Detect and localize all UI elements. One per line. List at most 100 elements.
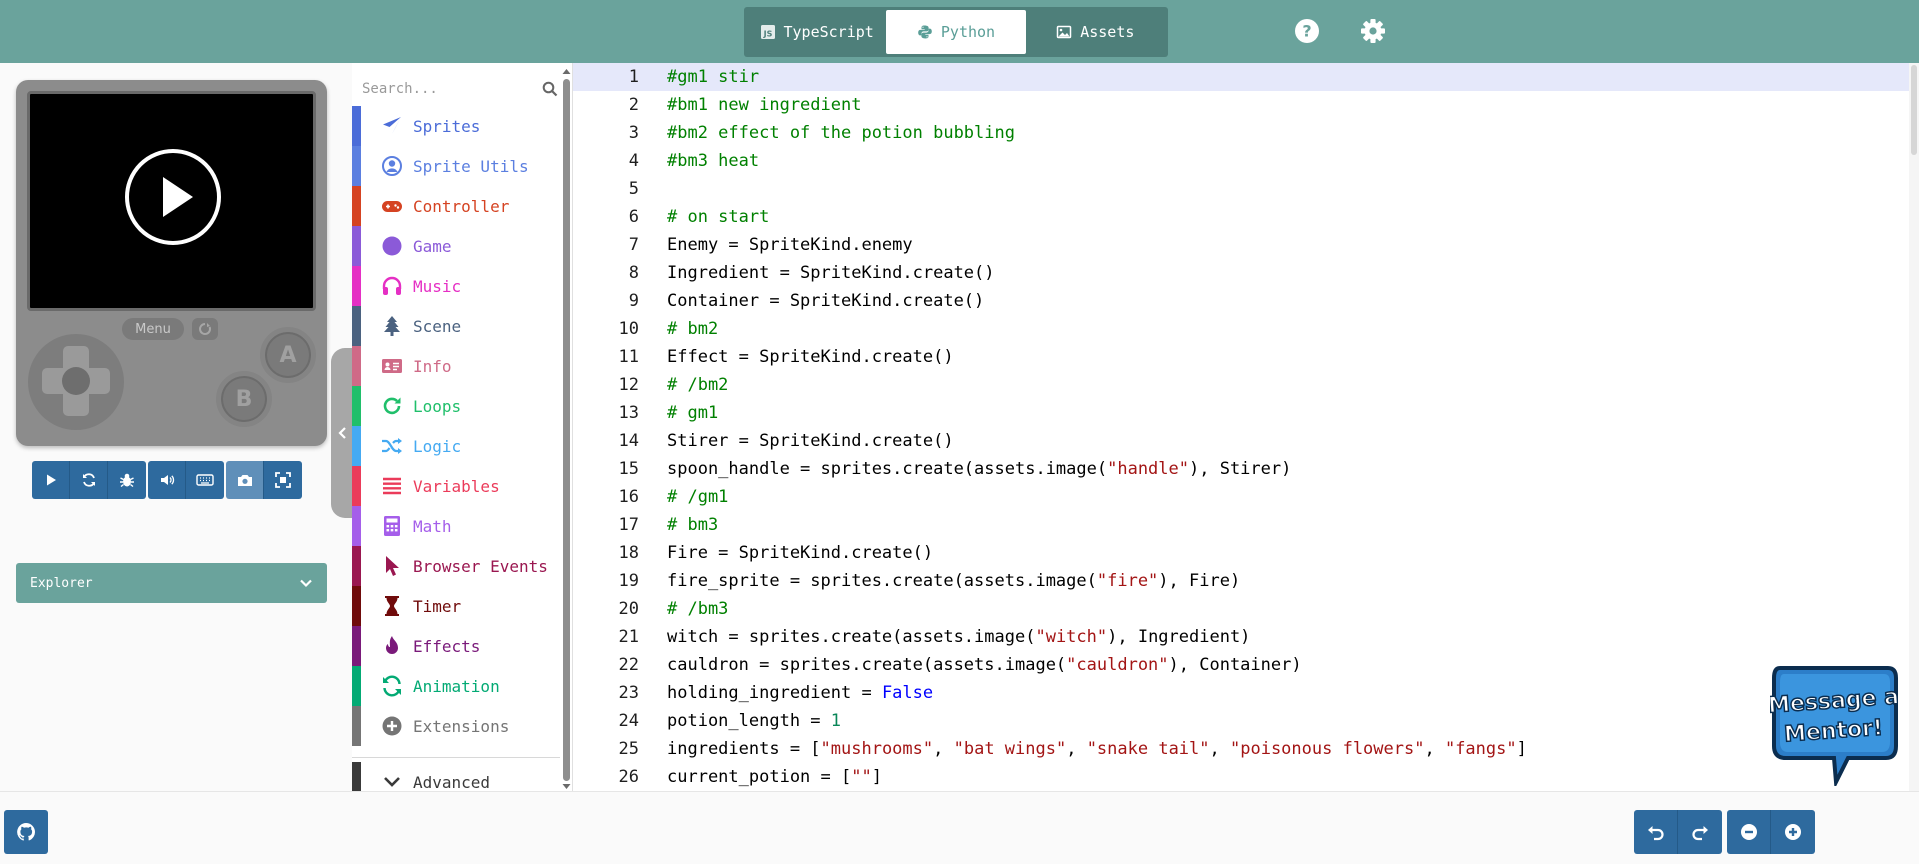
- editor-scrollbar[interactable]: [1909, 63, 1919, 791]
- category-scene[interactable]: Scene: [352, 306, 560, 346]
- code-token: ]: [1516, 739, 1527, 759]
- code-token: # /bm2: [667, 375, 729, 395]
- sim-play-button[interactable]: [32, 461, 70, 499]
- code-line[interactable]: 12# /bm2: [573, 371, 1909, 399]
- b-button[interactable]: B: [216, 371, 272, 427]
- code-token: current_potion = [: [667, 767, 852, 787]
- code-text: Stirer = SpriteKind.create(): [667, 431, 954, 451]
- message-a-mentor-button[interactable]: Message a Mentor!: [1767, 662, 1901, 790]
- undo-button[interactable]: [1634, 810, 1678, 854]
- minus-circle-icon: [1740, 824, 1757, 840]
- tab-typescript[interactable]: JS TypeScript: [747, 10, 886, 54]
- code-text: # bm3: [667, 515, 718, 535]
- category-controller[interactable]: Controller: [352, 186, 560, 226]
- category-extensions[interactable]: Extensions: [352, 706, 560, 746]
- code-line[interactable]: 10# bm2: [573, 315, 1909, 343]
- code-token: ), Container): [1168, 655, 1302, 675]
- category-logic[interactable]: Logic: [352, 426, 560, 466]
- toolbox-scrollbar[interactable]: [561, 67, 572, 791]
- code-line[interactable]: 3#bm2 effect of the potion bubbling: [573, 119, 1909, 147]
- code-line[interactable]: 20# /bm3: [573, 595, 1909, 623]
- code-token: False: [881, 683, 934, 703]
- code-text: #bm3 heat: [667, 151, 759, 171]
- code-line[interactable]: 6# on start: [573, 203, 1909, 231]
- reset-small-button[interactable]: [192, 318, 218, 340]
- zoom-out-button[interactable]: [1727, 810, 1771, 854]
- category-animation[interactable]: Animation: [352, 666, 560, 706]
- code-token: ,: [1424, 739, 1445, 759]
- category-sprites[interactable]: Sprites: [352, 106, 560, 146]
- code-line[interactable]: 13# gm1: [573, 399, 1909, 427]
- simulator-panel: Menu A B: [0, 63, 352, 791]
- sim-screenshot-button[interactable]: [226, 461, 264, 499]
- toolbox-search-input[interactable]: [362, 81, 522, 97]
- category-game[interactable]: Game: [352, 226, 560, 266]
- code-line[interactable]: 17# bm3: [573, 511, 1909, 539]
- category-sprite-utils[interactable]: Sprite Utils: [352, 146, 560, 186]
- gear-icon: [1361, 19, 1385, 43]
- fullscreen-icon: [275, 472, 291, 488]
- redo-button[interactable]: [1678, 810, 1722, 854]
- fire-icon: [386, 636, 398, 654]
- sim-debug-button[interactable]: [108, 461, 146, 499]
- sim-keyboard-button[interactable]: [186, 461, 224, 499]
- category-advanced[interactable]: Advanced: [352, 762, 560, 802]
- code-token: ,: [933, 739, 954, 759]
- category-info[interactable]: Info: [352, 346, 560, 386]
- code-line[interactable]: 16# /gm1: [573, 483, 1909, 511]
- sim-fullscreen-button[interactable]: [264, 461, 302, 499]
- tab-assets[interactable]: Assets: [1026, 10, 1165, 54]
- simulator-screen[interactable]: [27, 91, 316, 311]
- code-text: #gm1 stir: [667, 67, 759, 87]
- zoom-in-button[interactable]: [1771, 810, 1815, 854]
- menu-button[interactable]: Menu: [122, 318, 184, 340]
- github-button[interactable]: [4, 810, 48, 854]
- category-timer[interactable]: Timer: [352, 586, 560, 626]
- circle-icon: [382, 236, 402, 256]
- code-token: "mushrooms": [820, 739, 934, 759]
- collapse-simulator-button[interactable]: [331, 348, 353, 518]
- gamepad-icon: [382, 201, 402, 212]
- tab-python[interactable]: Python: [886, 10, 1026, 54]
- help-button[interactable]: ?: [1292, 16, 1322, 46]
- explorer-toggle[interactable]: Explorer: [16, 563, 327, 603]
- a-button[interactable]: A: [260, 327, 316, 383]
- category-effects[interactable]: Effects: [352, 626, 560, 666]
- play-overlay-button[interactable]: [125, 149, 221, 245]
- category-math[interactable]: Math: [352, 506, 560, 546]
- code-line[interactable]: 4#bm3 heat: [573, 147, 1909, 175]
- category-browser-events[interactable]: Browser Events: [352, 546, 560, 586]
- code-line[interactable]: 2#bm1 new ingredient: [573, 91, 1909, 119]
- sim-restart-button[interactable]: [70, 461, 108, 499]
- search-icon[interactable]: [542, 81, 558, 97]
- code-line[interactable]: 1#gm1 stir: [573, 63, 1909, 91]
- code-token: fire_sprite = sprites.create(assets.imag…: [667, 571, 1097, 591]
- category-music[interactable]: Music: [352, 266, 560, 306]
- dpad[interactable]: [28, 334, 124, 430]
- code-line[interactable]: 5: [573, 175, 1909, 203]
- settings-button[interactable]: [1358, 16, 1388, 46]
- code-text: # /gm1: [667, 487, 728, 507]
- sim-mute-button[interactable]: [148, 461, 186, 499]
- code-token: ), Ingredient): [1107, 627, 1251, 647]
- category-loops[interactable]: Loops: [352, 386, 560, 426]
- chevron-left-icon: [338, 427, 346, 439]
- python-icon: [918, 25, 932, 39]
- category-variables[interactable]: Variables: [352, 466, 560, 506]
- svg-text:JS: JS: [762, 30, 772, 39]
